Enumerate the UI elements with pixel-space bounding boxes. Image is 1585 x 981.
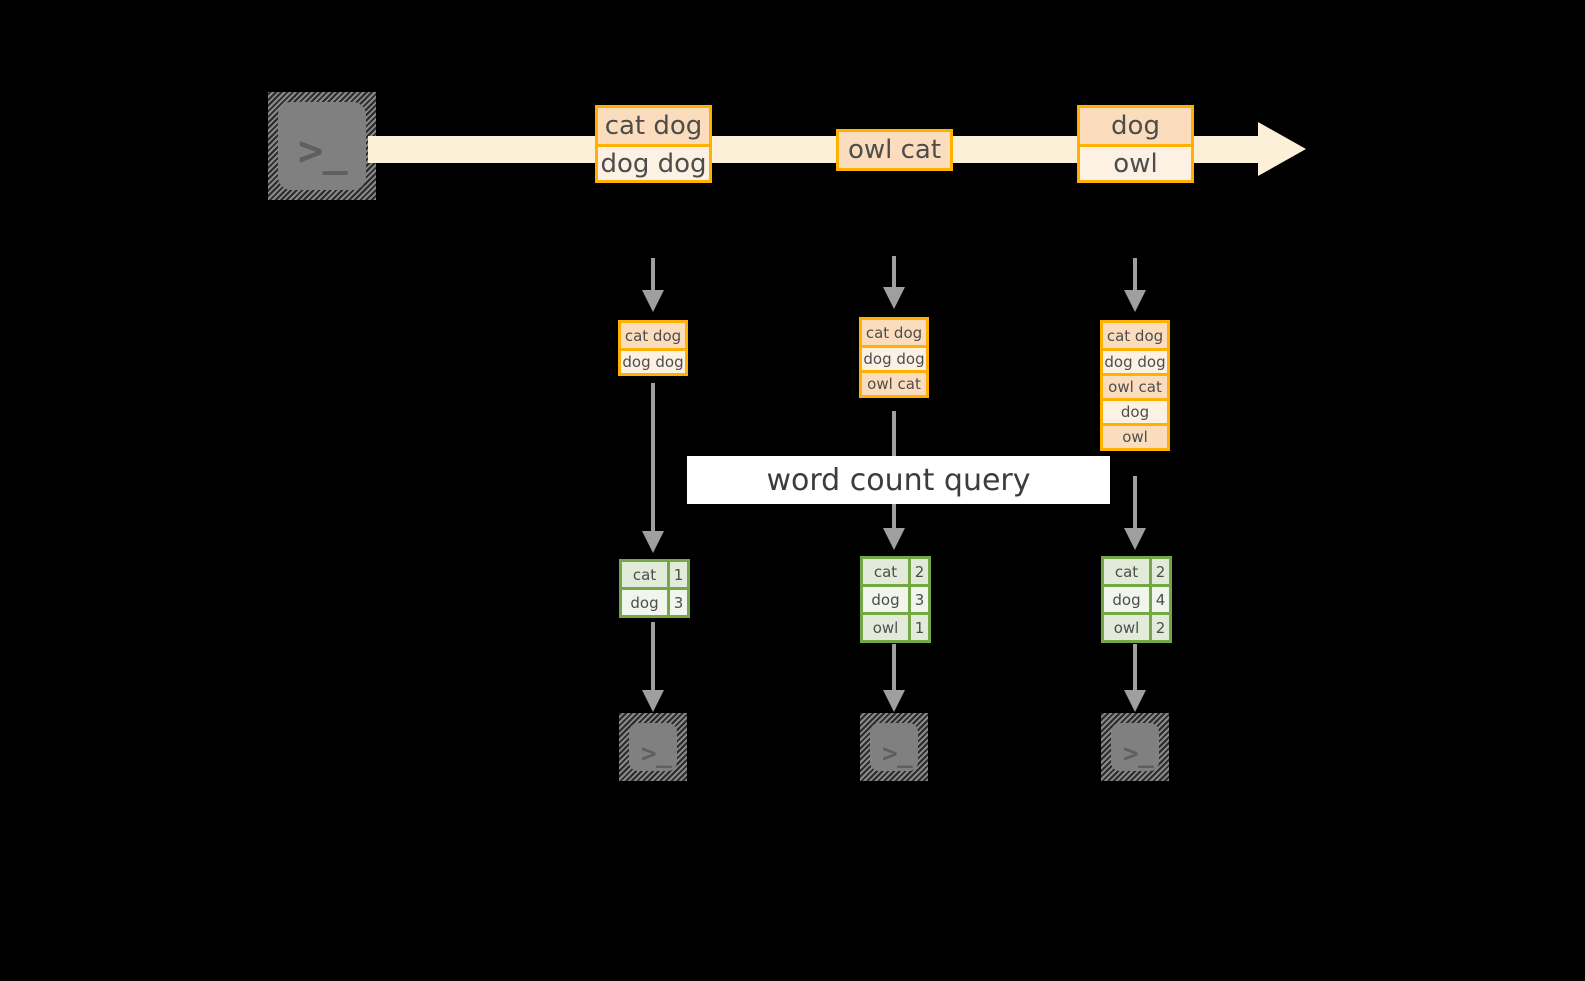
word-cell: owl xyxy=(1104,615,1149,640)
terminal-prompt-icon: >_ xyxy=(1123,739,1154,769)
table-row: dog 3 xyxy=(622,587,687,615)
word-cell: dog xyxy=(863,587,908,612)
stream-to-snapshot-arrowhead-2 xyxy=(883,287,905,309)
table-row: owl 2 xyxy=(1104,612,1169,640)
record-cell: cat dog xyxy=(1103,323,1167,348)
record-cell: owl cat xyxy=(839,132,950,168)
terminal-screen: >_ xyxy=(278,102,366,190)
record-cell: cat dog xyxy=(598,108,709,144)
result-table-2: cat 2 dog 3 owl 1 xyxy=(860,556,931,643)
word-cell: owl xyxy=(863,615,908,640)
count-cell: 1 xyxy=(667,562,687,587)
record-cell: dog xyxy=(1080,108,1191,144)
record-cell: dog dog xyxy=(862,345,926,370)
stream-event-2: owl cat xyxy=(836,129,953,171)
source-terminal-icon: >_ xyxy=(268,92,376,200)
stream-to-snapshot-arrowhead-3 xyxy=(1124,290,1146,312)
count-cell: 2 xyxy=(1149,615,1169,640)
stream-event-1: cat dog dog dog xyxy=(595,105,712,183)
sink-terminal-icon-1: >_ xyxy=(619,713,687,781)
stream-arrow-head-icon xyxy=(1258,122,1306,176)
stream-event-3: dog owl xyxy=(1077,105,1194,183)
sink-terminal-icon-3: >_ xyxy=(1101,713,1169,781)
terminal-prompt-icon: >_ xyxy=(298,126,348,175)
count-cell: 4 xyxy=(1149,587,1169,612)
snapshot-stack-3: cat dog dog dog owl cat dog owl xyxy=(1100,320,1170,451)
stream-to-snapshot-arrowhead-1 xyxy=(642,290,664,312)
stream-to-snapshot-dashed-line-3 xyxy=(1133,258,1137,292)
table-row: cat 2 xyxy=(1104,559,1169,584)
count-cell: 3 xyxy=(908,587,928,612)
query-line-1 xyxy=(651,383,655,533)
terminal-prompt-icon: >_ xyxy=(641,739,672,769)
snapshot-stack-1: cat dog dog dog xyxy=(618,320,688,376)
record-cell: owl cat xyxy=(862,370,926,395)
result-to-sink-arrowhead-2 xyxy=(883,690,905,712)
snapshot-stack-2: cat dog dog dog owl cat xyxy=(859,317,929,398)
terminal-screen: >_ xyxy=(629,723,677,771)
sink-terminal-icon-2: >_ xyxy=(860,713,928,781)
table-row: dog 4 xyxy=(1104,584,1169,612)
table-row: cat 2 xyxy=(863,559,928,584)
count-cell: 1 xyxy=(908,615,928,640)
record-cell: dog xyxy=(1103,398,1167,423)
word-cell: cat xyxy=(622,562,667,587)
record-cell: owl xyxy=(1103,423,1167,448)
record-cell: dog dog xyxy=(621,348,685,373)
record-cell: dog dog xyxy=(1103,348,1167,373)
query-arrowhead-2 xyxy=(883,528,905,550)
word-cell: cat xyxy=(863,559,908,584)
query-line-3 xyxy=(1133,476,1137,533)
record-cell: owl cat xyxy=(1103,373,1167,398)
result-to-sink-arrowhead-3 xyxy=(1124,690,1146,712)
table-row: owl 1 xyxy=(863,612,928,640)
result-table-3: cat 2 dog 4 owl 2 xyxy=(1101,556,1172,643)
query-arrowhead-1 xyxy=(642,531,664,553)
terminal-screen: >_ xyxy=(870,723,918,771)
result-to-sink-line-1 xyxy=(651,622,655,692)
record-cell: cat dog xyxy=(621,323,685,348)
terminal-prompt-icon: >_ xyxy=(882,739,913,769)
count-cell: 2 xyxy=(1149,559,1169,584)
table-row: dog 3 xyxy=(863,584,928,612)
word-cell: cat xyxy=(1104,559,1149,584)
stream-to-snapshot-dashed-line-2 xyxy=(892,256,896,288)
record-cell: dog dog xyxy=(598,144,709,180)
record-cell: cat dog xyxy=(862,320,926,345)
word-cell: dog xyxy=(1104,587,1149,612)
count-cell: 2 xyxy=(908,559,928,584)
count-cell: 3 xyxy=(667,590,687,615)
query-arrowhead-3 xyxy=(1124,528,1146,550)
result-to-sink-line-2 xyxy=(892,644,896,692)
result-to-sink-arrowhead-1 xyxy=(642,690,664,712)
word-cell: dog xyxy=(622,590,667,615)
table-row: cat 1 xyxy=(622,562,687,587)
query-label: word count query xyxy=(687,456,1110,504)
record-cell: owl xyxy=(1080,144,1191,180)
result-table-1: cat 1 dog 3 xyxy=(619,559,690,618)
result-to-sink-line-3 xyxy=(1133,644,1137,692)
terminal-screen: >_ xyxy=(1111,723,1159,771)
stream-to-snapshot-dashed-line-1 xyxy=(651,258,655,292)
